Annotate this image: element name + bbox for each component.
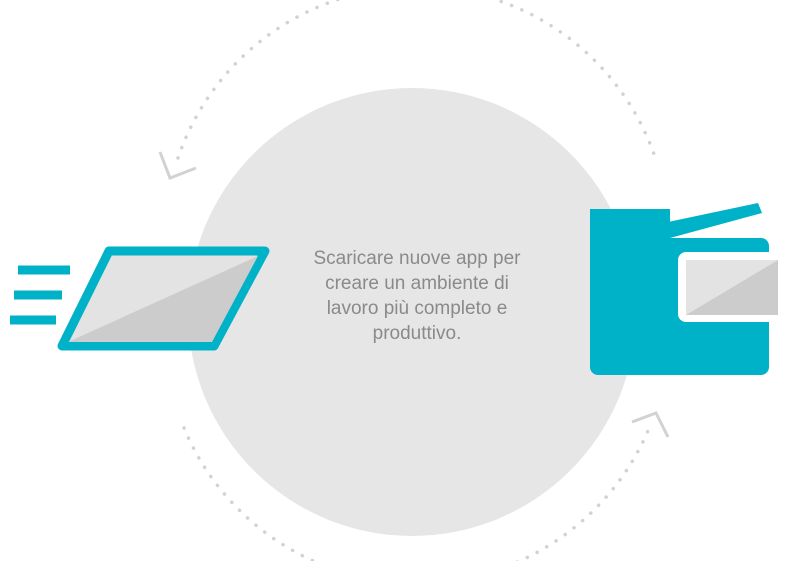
caption-line-3: lavoro più completo e [326,298,508,319]
printer-paper-arm [668,203,762,238]
caption-line-1: Scaricare nuove app per [313,248,521,269]
dotted-arc-bottom [182,424,652,566]
caption-text: Scaricare nuove app per creare un ambien… [272,246,562,346]
dotted-arc-top [176,0,658,162]
caption-line-4: produttivo. [372,323,462,344]
tablet-sending-icon [10,246,270,351]
arrow-head-bottom-right-icon [631,411,670,438]
caption-line-2: creare un ambiente di [325,273,509,294]
printer-paper-shade [686,260,778,315]
arrow-head-top-left-icon [158,151,197,180]
tablet-screen-shade [68,256,258,342]
background-circle [188,88,636,536]
multifunction-printer-icon [590,203,782,375]
